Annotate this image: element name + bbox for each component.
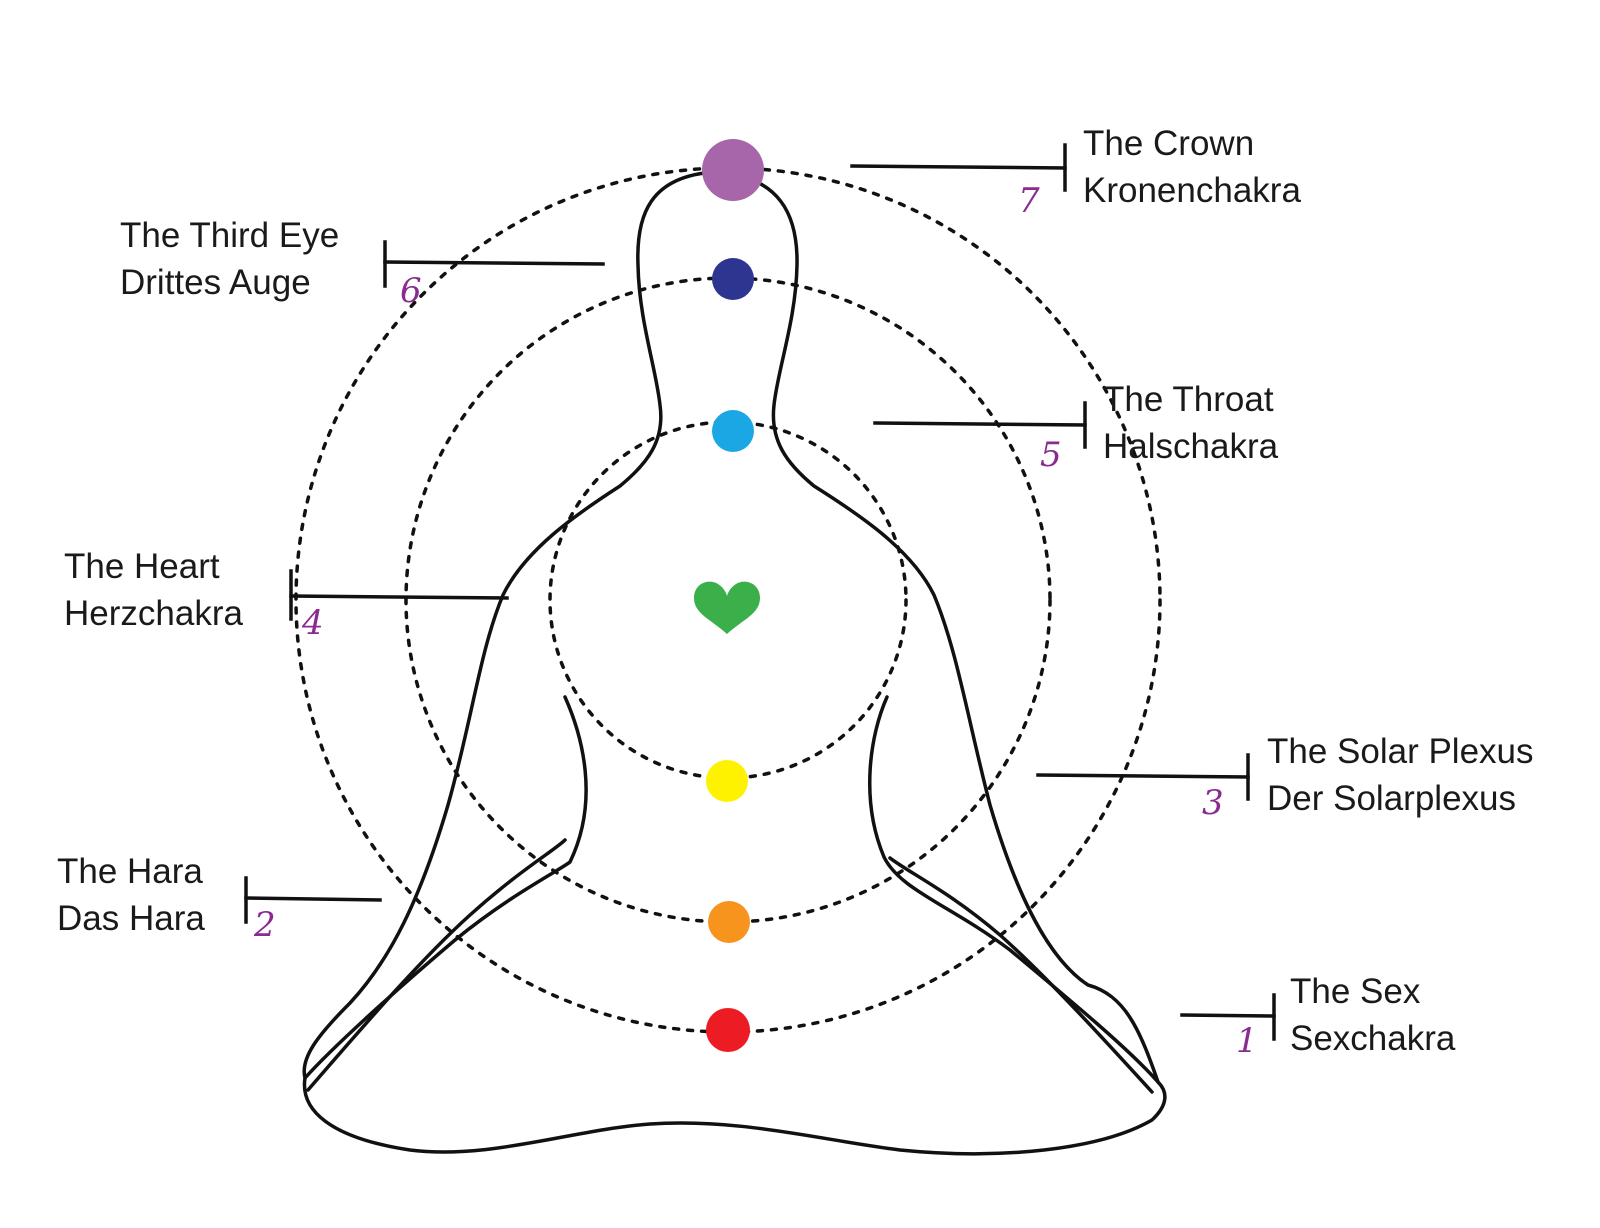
heart-leader-line — [289, 594, 509, 600]
throat-label-en: The Throat — [1103, 380, 1274, 419]
sex-label-de: Sexchakra — [1290, 1019, 1456, 1058]
figure-left-leg-line — [306, 838, 567, 1092]
throat-leader-line — [873, 421, 1087, 427]
hara-number: 2 — [254, 905, 276, 945]
heart-label: The Heart Herzchakra — [64, 543, 243, 637]
third-eye-leader-line — [383, 260, 605, 266]
sex-chakra-dot — [706, 1008, 750, 1052]
crown-number: 7 — [1018, 181, 1040, 221]
throat-number: 5 — [1040, 435, 1062, 475]
solar-plexus-leader-line — [1036, 773, 1250, 779]
crown-label: The Crown Kronenchakra — [1083, 120, 1301, 214]
crown-label-en: The Crown — [1083, 124, 1255, 163]
hara-leader-line — [244, 896, 382, 902]
third-eye-label-de: Drittes Auge — [120, 263, 311, 302]
third-eye-chakra-dot — [712, 258, 754, 300]
sex-number: 1 — [1236, 1021, 1258, 1061]
crown-chakra-dot — [702, 139, 764, 201]
third-eye-label-en: The Third Eye — [120, 216, 340, 255]
figure-right-leg-line — [888, 856, 1154, 1094]
sex-label-en: The Sex — [1290, 972, 1421, 1011]
throat-label-de: Halschakra — [1103, 427, 1279, 466]
heart-label-de: Herzchakra — [64, 594, 243, 633]
solar-plexus-number: 3 — [1202, 783, 1224, 823]
sex-leader-line — [1180, 1013, 1276, 1018]
sex-label: The Sex Sexchakra — [1290, 968, 1455, 1062]
third-eye-label: The Third Eye Drittes Auge — [120, 212, 339, 306]
hara-label: The Hara Das Hara — [57, 848, 205, 942]
figure-body-outline — [302, 170, 1160, 1084]
hara-label-de: Das Hara — [57, 899, 205, 938]
throat-label: The Throat Halschakra — [1103, 376, 1278, 470]
heart-label-en: The Heart — [64, 547, 220, 586]
figure-base-outline — [302, 1076, 1167, 1156]
solar-plexus-label-de: Der Solarplexus — [1267, 779, 1516, 818]
hara-chakra-dot — [708, 901, 750, 943]
heart-number: 4 — [302, 603, 324, 643]
solar-plexus-label-en: The Solar Plexus — [1267, 732, 1534, 771]
heart-chakra-icon — [694, 581, 760, 634]
throat-chakra-dot — [712, 410, 754, 452]
third-eye-number: 6 — [400, 271, 422, 311]
solar-plexus-chakra-dot — [706, 760, 748, 802]
crown-leader-line — [850, 164, 1067, 170]
crown-label-de: Kronenchakra — [1083, 171, 1301, 210]
hara-label-en: The Hara — [57, 852, 203, 891]
solar-plexus-label: The Solar Plexus Der Solarplexus — [1267, 728, 1534, 822]
